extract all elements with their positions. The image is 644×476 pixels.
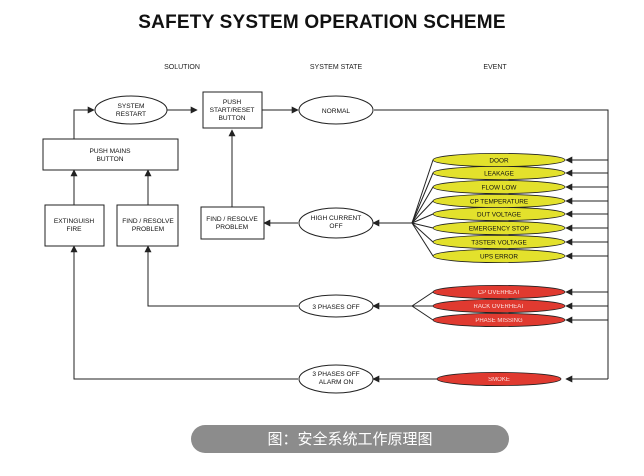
event-text-cp-temperature: CP TEMPERATURE: [470, 198, 528, 205]
node-text-find-resolve-1b: PROBLEM: [132, 226, 164, 233]
node-text-push-start-1: PUSH: [223, 99, 242, 106]
node-text-normal: NORMAL: [322, 108, 351, 115]
event-leakage: LEAKAGE: [432, 165, 566, 180]
connectors: [70, 106, 609, 383]
node-high-current-off: HIGH CURRENT OFF: [298, 207, 374, 239]
node-text-find-resolve-2a: FIND / RESOLVE: [206, 216, 258, 223]
event-cp-overheat: CP OVERHEAT: [432, 284, 566, 299]
node-push-mains-button: PUSH MAINS BUTTON: [42, 138, 179, 171]
node-text-find-resolve-1a: FIND / RESOLVE: [122, 218, 174, 225]
node-text-high-current-1: HIGH CURRENT: [311, 215, 362, 222]
node-text-extinguish-2: FIRE: [66, 226, 82, 233]
node-text-high-current-2: OFF: [329, 223, 342, 230]
node-3-phases-off: 3 PHASES OFF: [298, 294, 374, 318]
node-find-resolve-problem-right: FIND / RESOLVE PROBLEM: [200, 206, 265, 240]
diagram-title: SAFETY SYSTEM OPERATION SCHEME: [138, 12, 506, 33]
node-text-push-start-2: START/RESET: [210, 107, 255, 114]
event-text-cp-overheat: CP OVERHEAT: [478, 290, 521, 296]
node-text-phases-off-alarm-1: 3 PHASES OFF: [312, 371, 359, 378]
node-text-push-start-3: BUTTON: [219, 115, 246, 122]
event-text-dut-voltage: DUT VOLTAGE: [477, 211, 521, 218]
events-yellow-group: DOOR LEAKAGE FLOW LOW CP TEMPERATURE DUT…: [432, 152, 566, 263]
node-text-system-restart-1: SYSTEM: [117, 103, 144, 110]
node-text-push-mains-2: BUTTON: [97, 156, 124, 163]
event-emergency-stop: EMERGENCY STOP: [432, 220, 566, 235]
node-extinguish-fire: EXTINGUISH FIRE: [44, 204, 105, 247]
column-header-solution: SOLUTION: [164, 64, 200, 71]
node-push-start-reset-button: PUSH START/RESET BUTTON: [202, 91, 263, 129]
event-t3ster-voltage: T3STER VOLTAGE: [432, 234, 566, 249]
node-text-push-mains-1: PUSH MAINS: [89, 148, 131, 155]
node-text-phases-off: 3 PHASES OFF: [312, 304, 359, 311]
event-text-ups-error: UPS ERROR: [480, 253, 518, 260]
event-door: DOOR: [432, 152, 566, 167]
event-text-smoke: SMOKE: [488, 377, 510, 383]
node-text-find-resolve-2b: PROBLEM: [216, 224, 248, 231]
node-text-system-restart-2: RESTART: [116, 111, 146, 118]
node-text-extinguish-1: EXTINGUISH: [54, 218, 95, 225]
event-text-leakage: LEAKAGE: [484, 170, 514, 177]
event-text-rack-overheat: RACK OVERHEAT: [474, 304, 525, 310]
event-ups-error: UPS ERROR: [432, 248, 566, 263]
event-text-door: DOOR: [489, 157, 509, 164]
event-dut-voltage: DUT VOLTAGE: [432, 206, 566, 221]
event-text-phase-missing: PHASE MISSING: [475, 318, 523, 324]
connector-normal-to-rail: [374, 109, 609, 379]
event-phase-missing: PHASE MISSING: [432, 312, 566, 327]
node-system-restart: SYSTEM RESTART: [94, 95, 168, 125]
event-text-t3ster-voltage: T3STER VOLTAGE: [471, 239, 527, 246]
event-flow-low: FLOW LOW: [432, 179, 566, 194]
events-red-group: CP OVERHEAT RACK OVERHEAT PHASE MISSING …: [432, 284, 566, 386]
column-header-system-state: SYSTEM STATE: [309, 64, 363, 71]
event-text-emergency-stop: EMERGENCY STOP: [469, 225, 529, 232]
column-header-event: EVENT: [483, 64, 507, 71]
node-3-phases-off-alarm-on: 3 PHASES OFF ALARM ON: [298, 364, 374, 394]
event-text-flow-low: FLOW LOW: [482, 184, 518, 191]
flow-diagram: SYSTEM RESTART PUSH START/RESET BUTTON N…: [42, 91, 609, 394]
node-normal: NORMAL: [298, 95, 374, 125]
node-text-phases-off-alarm-2: ALARM ON: [319, 379, 354, 386]
figure-caption: 图：安全系统工作原理图: [191, 425, 509, 453]
node-find-resolve-problem-left: FIND / RESOLVE PROBLEM: [116, 204, 179, 247]
event-rack-overheat: RACK OVERHEAT: [432, 298, 566, 313]
event-cp-temperature: CP TEMPERATURE: [432, 193, 566, 208]
connector-mains-to-restart: [73, 106, 95, 139]
event-smoke: SMOKE: [436, 371, 562, 386]
